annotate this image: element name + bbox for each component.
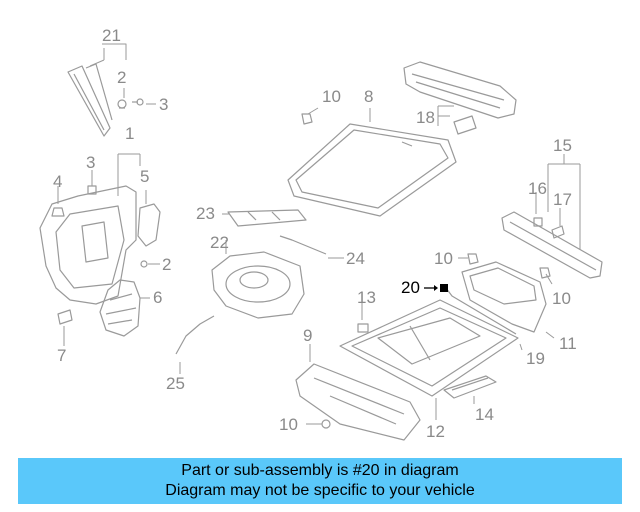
part-8-floor-board xyxy=(287,123,457,217)
callout-18: 18 xyxy=(416,108,435,127)
callout-10-bottom: 10 xyxy=(279,415,298,434)
callout-10-top: 10 xyxy=(322,87,341,106)
part-18-tonneau-cover xyxy=(403,61,517,135)
part-3-clip-left xyxy=(87,185,97,195)
part-7-clip xyxy=(57,309,73,325)
callout-3-left: 3 xyxy=(86,153,96,172)
callout-20: 20 xyxy=(401,278,420,297)
callout-6: 6 xyxy=(153,288,163,307)
callout-9: 9 xyxy=(303,326,313,345)
callout-14: 14 xyxy=(475,405,494,424)
part-11-side-bin xyxy=(461,261,547,333)
callout-12: 12 xyxy=(426,422,445,441)
callout-13: 13 xyxy=(357,288,376,307)
part-16-clip xyxy=(533,217,543,227)
callout-10-right: 10 xyxy=(552,289,571,308)
callout-22: 22 xyxy=(210,233,229,252)
part-20-highlight xyxy=(424,284,448,292)
part-2-clip-top xyxy=(117,99,127,109)
callout-15: 15 xyxy=(553,136,572,155)
part-15-sill-plate xyxy=(501,211,603,279)
callout-19: 19 xyxy=(526,349,545,368)
part-21-pillar-trim xyxy=(67,63,113,137)
parts-diagram xyxy=(39,43,603,441)
callout-24: 24 xyxy=(346,249,365,268)
banner-line-part: Part or sub-assembly is #20 in diagram xyxy=(181,462,459,479)
callout-8: 8 xyxy=(364,87,374,106)
part-13-clip xyxy=(357,323,369,333)
part-17-clip xyxy=(551,225,565,239)
callout-17: 17 xyxy=(553,190,572,209)
part-22-spare-tray xyxy=(211,251,305,319)
leader-lines xyxy=(57,43,581,425)
part-10-clip-right xyxy=(539,267,551,279)
banner-line-disclaimer: Diagram may not be specific to your vehi… xyxy=(165,482,475,499)
callout-23: 23 xyxy=(196,204,215,223)
part-10-clip-top xyxy=(301,113,313,125)
part-9-rear-panel xyxy=(295,363,421,441)
part-2-clip-left xyxy=(140,260,148,268)
callout-16: 16 xyxy=(528,179,547,198)
part-3-screw-top xyxy=(132,98,144,106)
part-25-cable xyxy=(175,315,215,355)
callout-10-mid: 10 xyxy=(434,249,453,268)
part-1-quarter-trim xyxy=(39,185,137,305)
callout-25: 25 xyxy=(166,374,185,393)
callout-1: 1 xyxy=(125,124,135,143)
part-12-floor-frame xyxy=(339,299,519,397)
callout-21: 21 xyxy=(102,26,121,45)
part-23-jack xyxy=(227,209,307,227)
callout-11: 11 xyxy=(559,334,577,353)
callout-7: 7 xyxy=(57,346,67,365)
part-5-panel xyxy=(137,203,161,247)
part-4-clip xyxy=(51,207,65,217)
callout-4: 4 xyxy=(53,172,63,191)
callout-2-top: 2 xyxy=(117,68,127,87)
part-14-vent xyxy=(443,375,497,399)
info-banner: Part or sub-assembly is #20 in diagram D… xyxy=(18,458,622,504)
part-6-housing xyxy=(99,279,141,337)
part-24-wrench xyxy=(279,235,327,255)
callout-2-left: 2 xyxy=(162,255,172,274)
callout-3-top: 3 xyxy=(159,95,169,114)
callout-5: 5 xyxy=(140,167,150,186)
part-10-clip-bottom xyxy=(321,419,331,429)
part-10-clip-mid xyxy=(467,253,479,265)
